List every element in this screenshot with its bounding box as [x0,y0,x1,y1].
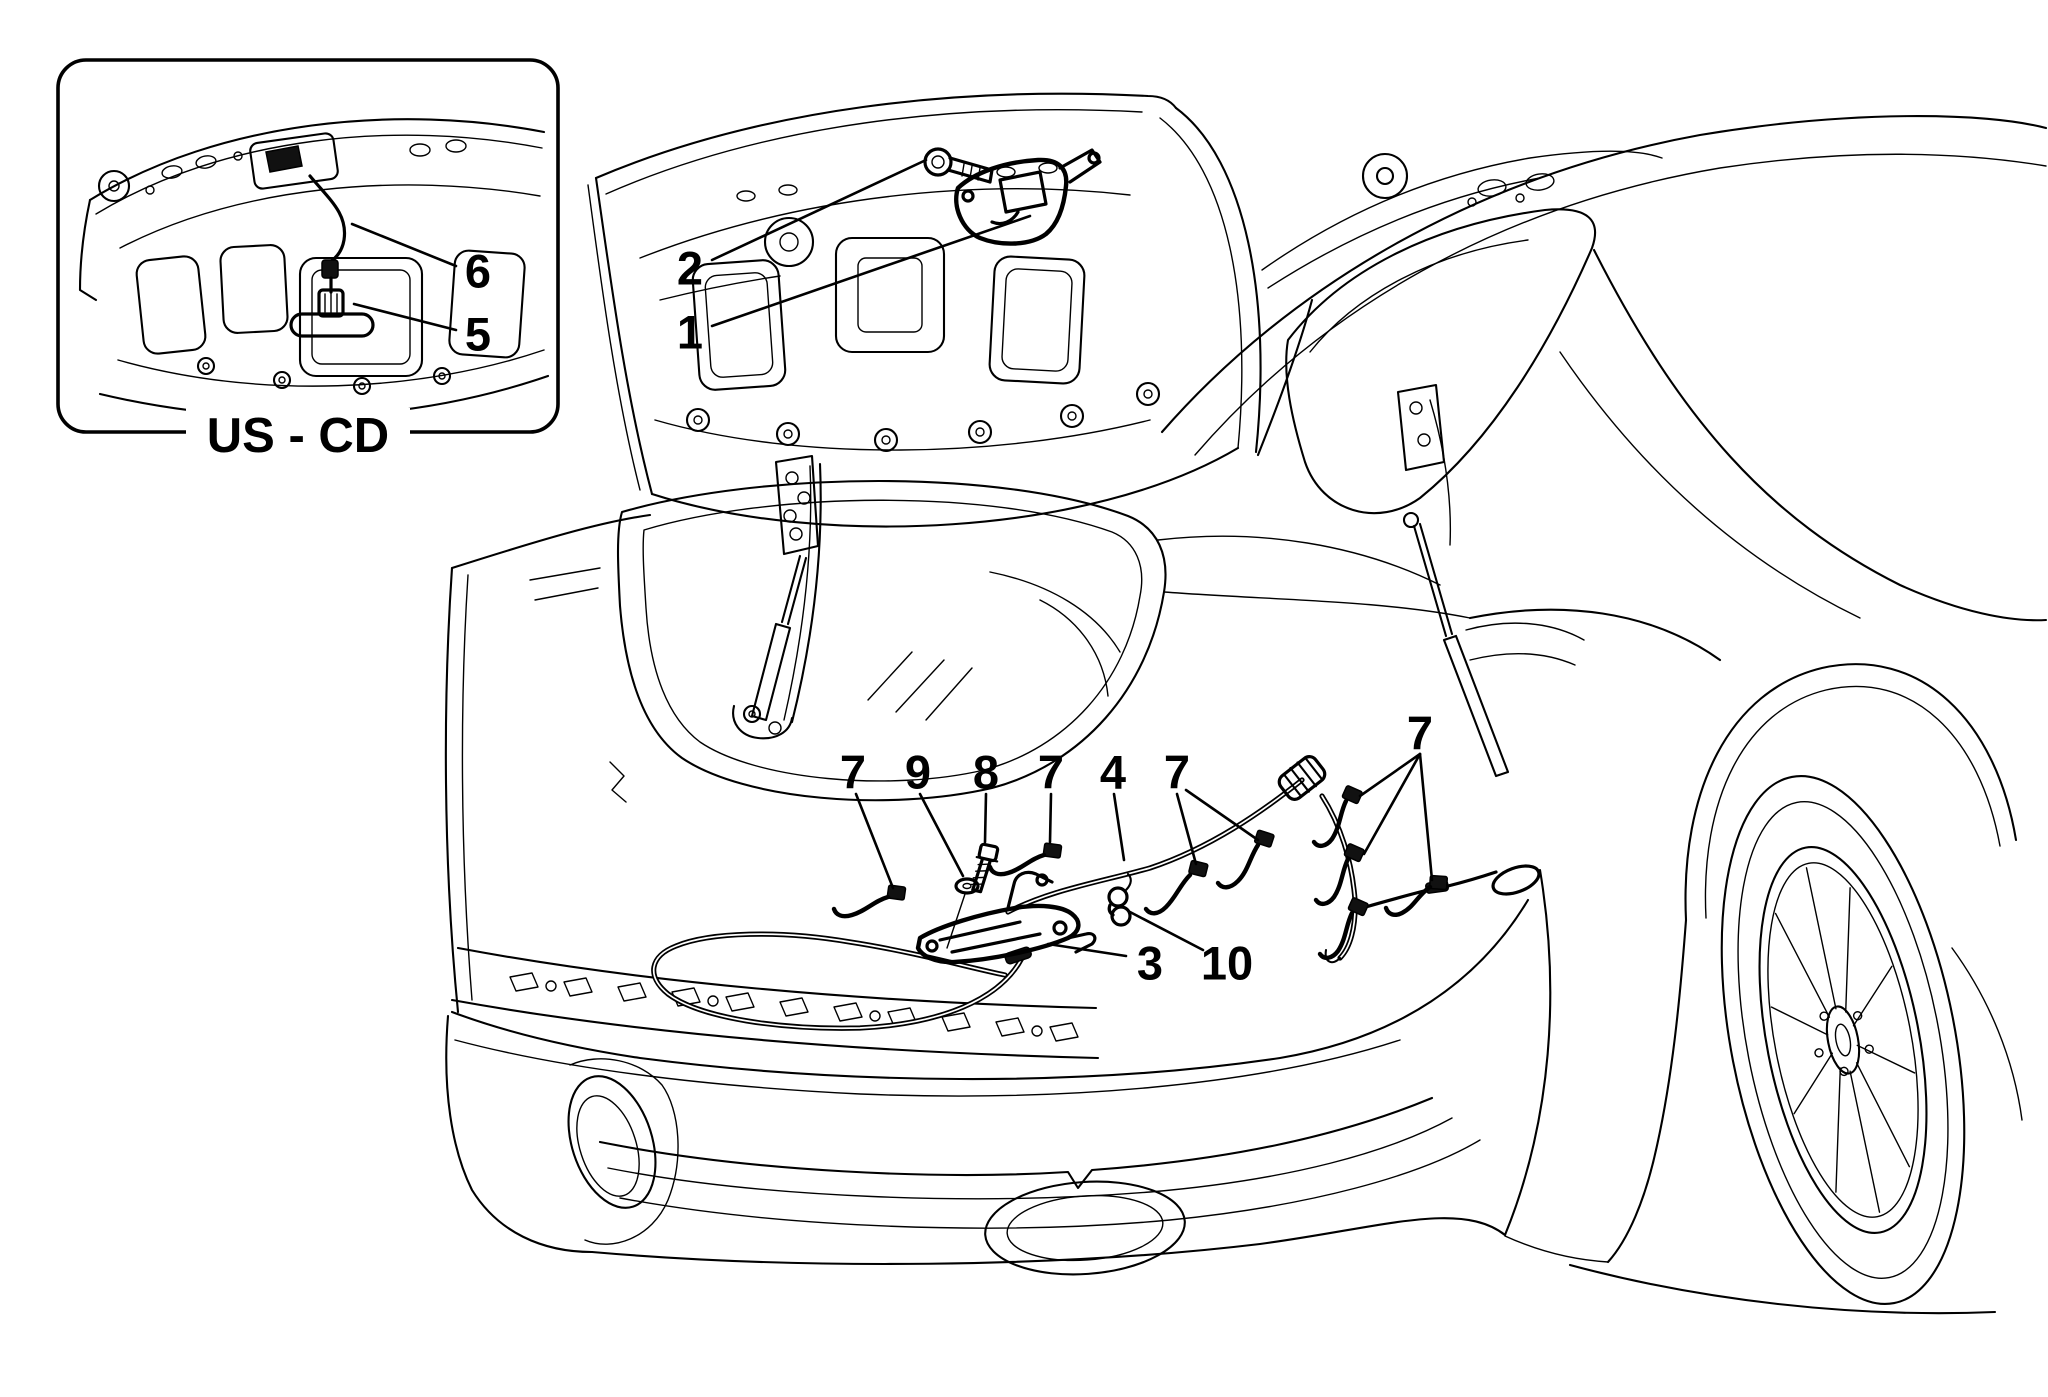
cable-clip-e [1311,785,1363,848]
cable-retainer-part [1107,872,1132,927]
sill-slots [509,972,1079,1042]
inset-callout-5: 5 [352,302,491,361]
inset-cable-and-handle [289,174,375,338]
callout-1: 1 [677,214,1032,359]
callout-3: 3 [1046,937,1163,990]
cable-clip-d [1215,829,1275,890]
left-hinge-strut [732,454,822,740]
callout-7b: 7 [1038,746,1064,844]
latch-bolt-part [923,147,994,184]
cable-grommet [1277,755,1327,801]
callout-7c-label: 7 [1164,746,1190,799]
screw-part [970,842,1000,894]
callout-4-label: 4 [1100,746,1126,799]
release-cable-assembly [651,755,1541,1031]
callout-2: 2 [677,158,928,295]
inset-callout-6: 6 [350,222,491,298]
car-body-outline [1160,115,2048,1315]
left-quarter-panel [444,513,652,1014]
trunk-lid [587,92,1262,528]
cable-clip-g [1317,897,1369,960]
emergency-pull-cable [1360,864,1541,910]
inset-us-cd-panel: 6 5 US - CD [56,58,560,463]
rear-bumper [445,898,1530,1276]
trunk-sill [450,946,1100,1060]
callout-8: 8 [973,746,999,844]
callout-7d-label: 7 [1407,707,1433,760]
lid-screw-holes [685,162,1161,453]
callout-4: 4 [1100,746,1126,862]
trunk-latch-part [954,148,1102,246]
callout-9-label: 9 [905,746,931,799]
callout-10-label: 10 [1201,937,1253,990]
callout-7c: 7 [1164,746,1260,866]
trunk-aperture [616,480,1471,802]
cable-clip-c [1143,859,1209,916]
cable-clips [831,785,1449,960]
cable-clip-a [831,884,907,919]
inset-t-handle [289,312,375,338]
cable-clip-h [1383,874,1449,917]
callout-10: 10 [1128,910,1253,990]
cable-clip-f [1313,843,1365,906]
callout-7b-label: 7 [1038,746,1064,799]
callout-7d: 7 [1358,707,1434,882]
cable-clip-b [987,842,1063,877]
callout-7a: 7 [840,746,895,890]
callout-8-label: 8 [973,746,999,799]
callouts: 2 1 7 9 8 7 4 7 7 3 10 [677,158,1434,990]
wheel-spokes [1770,867,1916,1213]
lid-hinge-cup [763,216,815,268]
caption-mask [186,408,410,460]
inset-callout-6-label: 6 [465,245,491,298]
rear-wheel [1720,775,1966,1305]
callout-3-label: 3 [1137,937,1163,990]
inset-callout-5-label: 5 [465,308,491,361]
exhaust-right [984,1180,1186,1276]
right-hinge-strut [1396,383,1510,778]
inset-caption: US - CD [207,409,389,463]
callout-1-label: 1 [677,306,703,359]
callout-7a-label: 7 [840,746,866,799]
inset-cable-connector [321,259,339,279]
callout-9: 9 [905,746,965,878]
lock-actuator-part [915,870,1097,965]
callout-2-label: 2 [677,242,703,295]
exhaust-left [567,1058,679,1245]
